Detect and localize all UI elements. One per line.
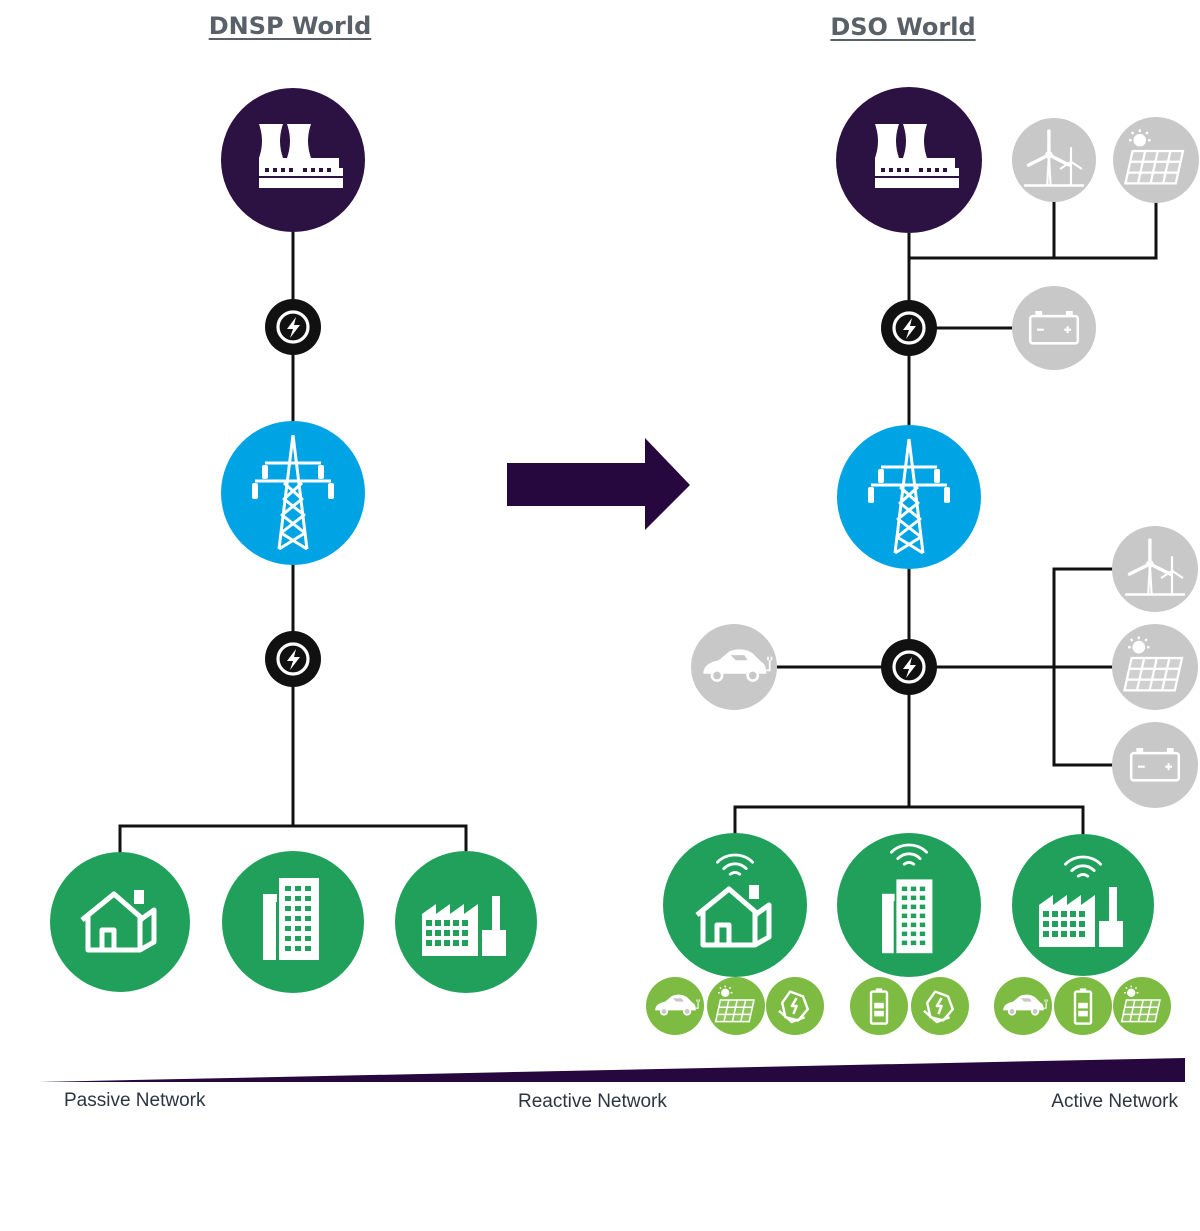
dso-commercial-consumer [837,833,981,977]
dnsp-distribution-bus [118,824,468,855]
dso-solar-der [1112,624,1198,710]
factory-ev-badge [994,977,1052,1035]
residential-consumer [50,852,190,992]
dso-wind-generation [1012,118,1096,202]
dso-ev-der [691,624,777,710]
active-network-label: Active Network [1051,1091,1178,1112]
distribution-switch [265,631,321,687]
dso-battery-der [1112,722,1198,808]
dso-grid-battery [1012,286,1096,370]
dso-der-branch [1052,567,1113,767]
dso-power-plant-node [836,87,982,233]
passive-network-label: Passive Network [64,1090,206,1111]
dnsp-world-title: DNSP World [208,12,372,40]
factory-solar-badge [1113,977,1171,1035]
substation-switch [265,299,321,355]
commercial-consumer [222,851,364,993]
dso-distribution-switch [881,639,937,695]
dso-solar-generation [1113,117,1199,203]
dso-distribution-bus [733,805,1085,836]
office-battery-badge [850,977,908,1035]
industrial-consumer [395,851,537,993]
factory-battery-badge [1054,977,1112,1035]
home-energy-badge [766,977,824,1035]
dso-wind-der [1112,526,1198,612]
home-ev-badge [646,977,704,1035]
dso-world-title: DSO World [830,13,976,41]
dso-transmission-node [837,425,981,569]
transition-arrow [507,438,690,530]
office-energy-badge [911,977,969,1035]
dso-substation-switch [881,300,937,356]
home-solar-badge [707,977,765,1035]
dso-residential-consumer [663,833,807,977]
power-plant-node [221,88,365,232]
reactive-network-label: Reactive Network [518,1091,667,1112]
factory-icon [422,896,506,956]
dso-industrial-consumer [1012,834,1154,976]
transmission-node [221,421,365,565]
dso-generation-bus [909,200,1158,260]
network-scale-bar [38,1058,1185,1082]
